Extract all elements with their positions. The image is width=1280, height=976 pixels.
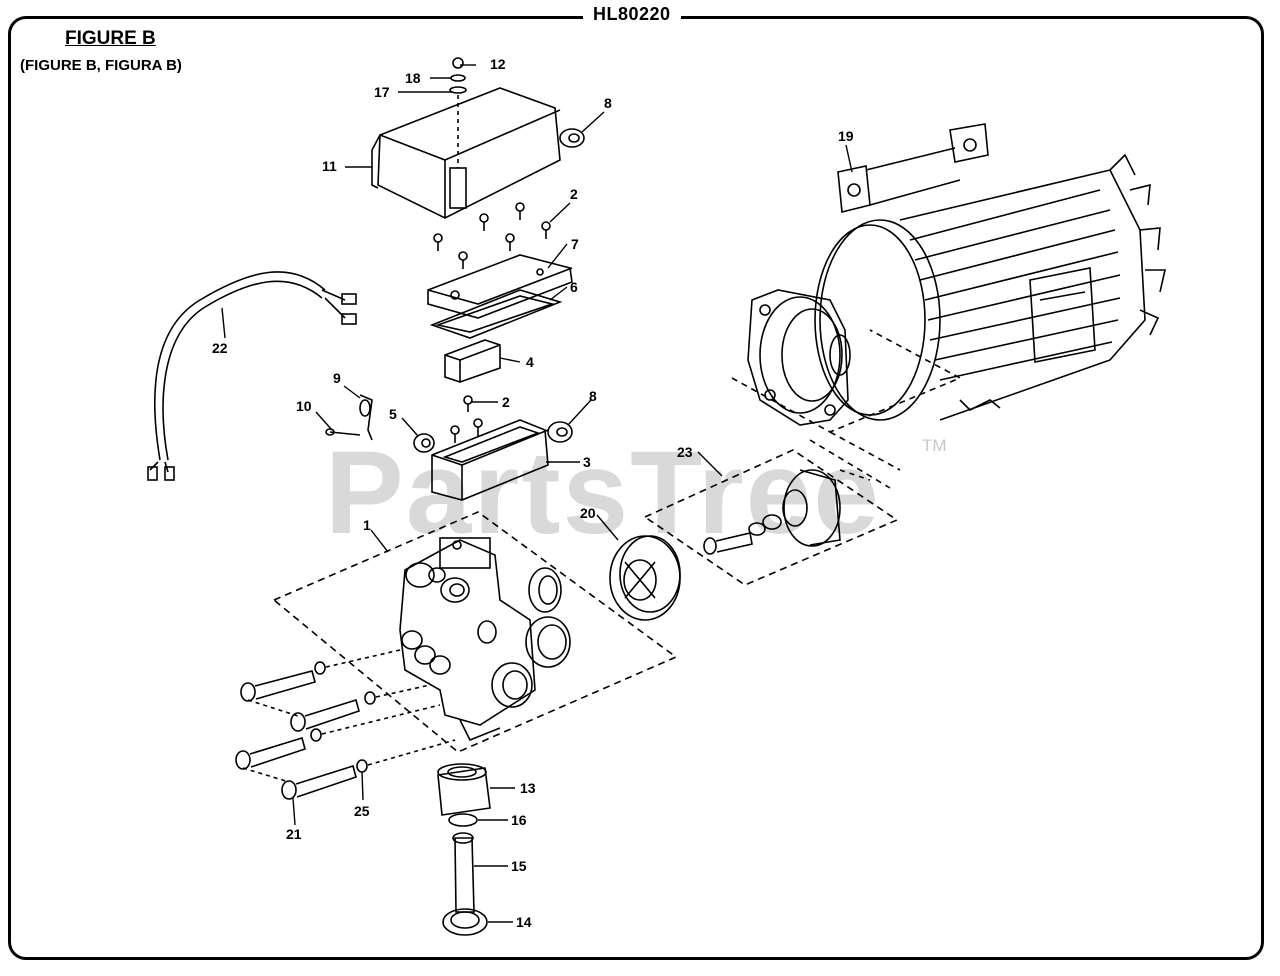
callout-1: 1 (363, 517, 371, 533)
callout-11: 11 (322, 158, 337, 174)
leader-lines (221, 64, 853, 923)
callout-4: 4 (526, 354, 534, 370)
callout-2-top: 2 (570, 186, 578, 202)
motor-drawing (731, 123, 1167, 471)
callout-13: 13 (520, 780, 536, 796)
pump-drawing (399, 537, 571, 742)
callout-25: 25 (354, 803, 370, 819)
trademark-mark: TM (922, 436, 947, 455)
callout-7: 7 (571, 236, 579, 252)
power-cord-drawing (147, 271, 357, 481)
callout-12: 12 (490, 56, 506, 72)
callout-20: 20 (580, 505, 596, 521)
cover-drawing (371, 87, 561, 219)
callout-14: 14 (516, 914, 532, 930)
callout-9: 9 (333, 370, 341, 386)
callout-19: 19 (838, 128, 854, 144)
figure-subtitle: (FIGURE B, FIGURA B) (20, 57, 182, 74)
callout-16: 16 (511, 812, 527, 828)
screws-upper (433, 202, 551, 269)
callout-18: 18 (405, 70, 421, 86)
callout-2-lower: 2 (502, 394, 510, 410)
callout-5: 5 (389, 406, 397, 422)
model-number: HL80220 (583, 4, 681, 25)
callout-17: 17 (374, 84, 390, 100)
callout-6: 6 (570, 279, 578, 295)
callout-15: 15 (511, 858, 527, 874)
callout-8-top: 8 (604, 95, 612, 111)
callout-21: 21 (286, 826, 302, 842)
hub-drawing (703, 469, 871, 555)
callout-22: 22 (212, 340, 228, 356)
callout-8-lower: 8 (589, 388, 597, 404)
figure-title: FIGURE B (65, 28, 156, 49)
callout-23: 23 (677, 444, 693, 460)
callout-3: 3 (583, 454, 591, 470)
callout-10: 10 (296, 398, 312, 414)
bolts-drawing (235, 649, 456, 800)
